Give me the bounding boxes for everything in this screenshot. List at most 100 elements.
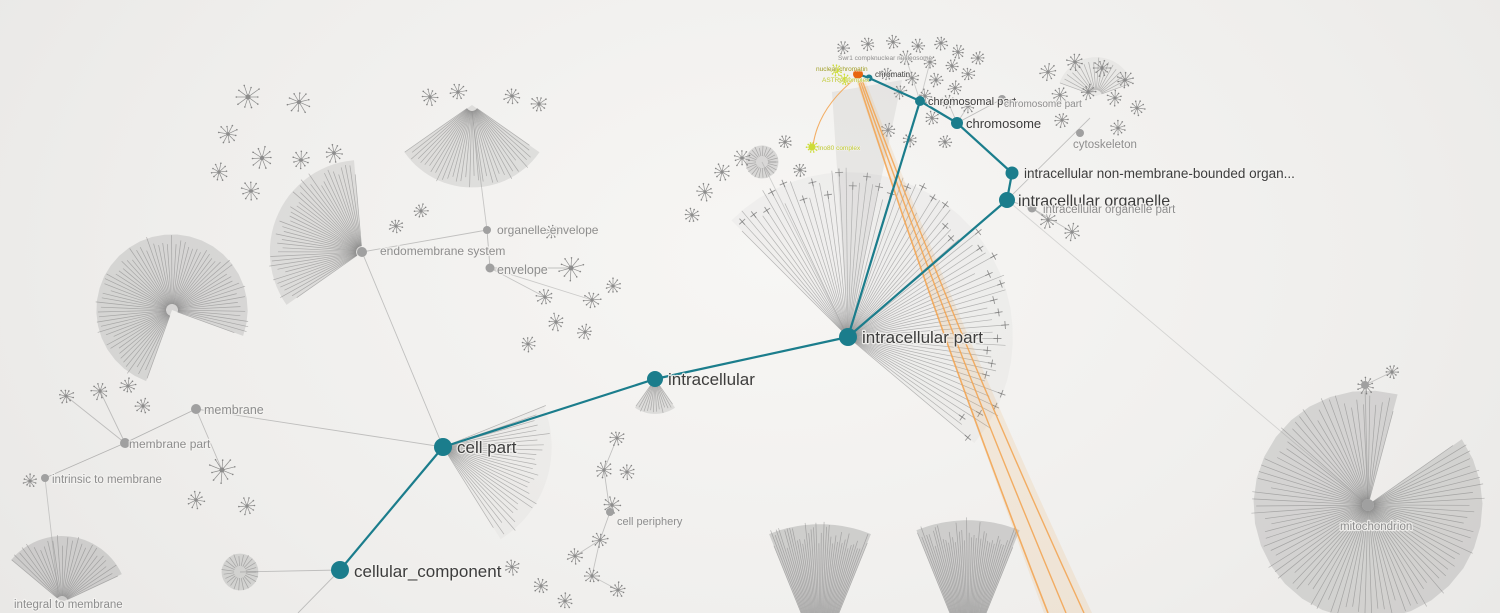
fan-line (115, 273, 168, 308)
starburst-ray (1044, 221, 1048, 229)
ino80-complex-node[interactable] (808, 143, 816, 151)
intrinsic-to-membrane-node[interactable] (41, 474, 49, 482)
cell-part-node[interactable] (434, 438, 452, 456)
chromatin-label[interactable]: chromatin (875, 70, 911, 80)
starburst-tip (257, 147, 260, 150)
starburst-ray (524, 344, 528, 350)
chromosome-part-label[interactable]: chromosome part (1003, 98, 1083, 111)
cellular_component-node[interactable] (331, 561, 349, 579)
endomembrane-system-label[interactable]: endomembrane system (379, 243, 507, 259)
endomembrane-system-node[interactable] (357, 247, 367, 257)
fan-line (446, 451, 503, 523)
integral-to-membrane-label[interactable]: integral to membrane (13, 598, 124, 612)
chromosomal-part-node[interactable] (915, 96, 925, 106)
organelle-envelope-node[interactable] (483, 226, 491, 234)
starburst-ray (715, 168, 721, 172)
starburst-ray (513, 566, 519, 569)
starburst-ray (1126, 77, 1134, 81)
starburst-tip (228, 141, 230, 143)
intracellular-organelle-label[interactable]: intracellular organelle (1017, 192, 1172, 211)
membrane-node[interactable] (191, 404, 201, 414)
cytoskeleton-node[interactable] (1076, 129, 1084, 137)
starburst-hub (616, 588, 620, 592)
starburst-ray (223, 470, 233, 475)
fan-line (65, 547, 98, 598)
chromatin-node[interactable] (865, 74, 873, 82)
starburst-ray (335, 152, 343, 155)
nuclear-nucleosome-label[interactable]: nuclear nucleosome (874, 55, 934, 63)
nuclear-chromatin-node[interactable] (853, 69, 863, 79)
fan-line (853, 319, 993, 337)
mitochondrion-node[interactable] (1362, 499, 1374, 511)
starburst-ray (245, 192, 251, 199)
fan-line (815, 522, 819, 613)
membrane-part-label[interactable]: membrane part (128, 436, 212, 452)
starburst-tip (727, 165, 730, 167)
starburst-tip (949, 70, 951, 72)
starburst-ray (936, 76, 942, 80)
starburst-tip (619, 287, 621, 290)
leaf-tick (942, 223, 949, 229)
starburst-tip (560, 263, 563, 266)
astra-complex-label[interactable]: ASTRA complex (822, 77, 871, 85)
starburst-tip (551, 224, 554, 227)
swr1-complex-node[interactable] (833, 67, 839, 73)
intracellular-organelle-part-label[interactable]: intracellular organelle part (1042, 203, 1178, 217)
starburst-ray (1072, 233, 1076, 239)
fan-line (853, 311, 999, 337)
fan-line (1370, 510, 1418, 605)
astra-complex-node[interactable] (842, 77, 848, 83)
intracellular-part-node[interactable] (839, 328, 857, 346)
starburst-ray (958, 45, 962, 52)
organelle-envelope-label[interactable]: organelle envelope (496, 222, 600, 238)
fan-line (448, 448, 539, 476)
mitochondrion-parent-node[interactable] (1361, 381, 1369, 389)
ino80-complex-label[interactable]: Ino80 complex (818, 145, 862, 153)
starburst-ray (333, 154, 337, 163)
intrinsic-to-membrane-label[interactable]: intrinsic to membrane (51, 473, 163, 487)
fan-line (1251, 505, 1363, 514)
intracellular-non-membrane-bounded-organ-label[interactable]: intracellular non-membrane-bounded organ… (1023, 165, 1296, 182)
chromosome-label[interactable]: chromosome (965, 115, 1043, 132)
membrane-part-node[interactable] (120, 438, 130, 448)
intracellular-organelle-node[interactable] (999, 192, 1015, 208)
starburst-tip (952, 97, 954, 99)
nuclear-chromatin-label[interactable]: nuclear chromatin (816, 66, 869, 74)
starburst-ray (543, 289, 546, 296)
starburst-ray (704, 193, 708, 201)
fan-line (429, 109, 469, 166)
swr1-complex-label[interactable]: Swr1 complex (838, 55, 881, 63)
starburst-tip (240, 187, 243, 189)
intracellular-non-membrane-bounded-organelle-node[interactable] (1005, 166, 1019, 180)
cellular-component-label[interactable]: cellular_component (353, 561, 503, 582)
membrane-label[interactable]: membrane (203, 402, 265, 418)
starburst-tip (815, 142, 818, 145)
envelope-label[interactable]: envelope (496, 262, 549, 278)
intracellular-label[interactable]: intracellular (667, 369, 757, 390)
intracellular-part-label[interactable]: intracellular part (861, 327, 985, 348)
mitochondrion-label[interactable]: mitochondrion (1339, 520, 1414, 534)
fan-line (955, 542, 964, 613)
cell-part-label[interactable]: cell part (456, 437, 518, 458)
cell-periphery-node[interactable] (606, 508, 614, 516)
chromosome-node[interactable] (951, 117, 963, 129)
starburst-ray (1039, 71, 1047, 74)
starburst-tip (685, 218, 687, 220)
cell-periphery-label[interactable]: cell periphery (616, 515, 684, 529)
cytoskeleton-label[interactable]: cytoskeleton (1072, 138, 1138, 152)
starburst-tip (700, 199, 703, 201)
intracellular-organelle-part-node[interactable] (1027, 203, 1037, 213)
starburst-tip (909, 53, 912, 55)
starburst-tip (915, 50, 918, 53)
starburst-tip (1140, 111, 1143, 114)
starburst-tip (921, 48, 924, 50)
starburst-hub (550, 230, 554, 234)
starburst-ray (584, 324, 587, 331)
starburst-tip (1386, 367, 1388, 370)
intracellular-node[interactable] (647, 371, 663, 387)
chromosome-part-node[interactable] (998, 95, 1006, 103)
chromosomal-part-label[interactable]: chromosomal part (927, 95, 1017, 109)
starburst-tip (585, 579, 587, 582)
envelope-node[interactable] (485, 263, 495, 273)
